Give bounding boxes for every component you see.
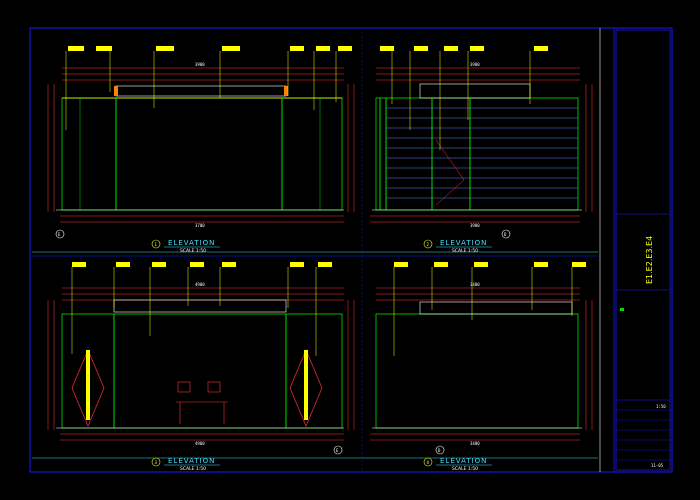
title-block-rows [616,409,670,461]
elev4-dim-bottom: 3400 [470,441,480,446]
elev4-title: ELEVATION [440,457,487,465]
elev3-dim-bottom: 4900 [195,441,205,446]
elev3-door-left [71,349,105,427]
elev3-scale: SCALE 1:50 [180,466,206,472]
elev1-title: ELEVATION [168,239,215,247]
elev2-number: 2 [427,242,430,247]
title-block-sheet-number: 11-05 [651,463,664,468]
elev2-grid-right: D [504,232,507,237]
elev1-grid-left: E [58,232,61,237]
elev2-dim-bottom: 3900 [470,223,480,228]
title-block-sheet-code: E1.E2.E3.E4 [645,236,654,284]
elev3-title: ELEVATION [168,457,215,465]
sheet-frame-outer [29,27,673,473]
elevation-panel-2: 3900 3900 [370,46,593,254]
elev3-chairs [176,381,228,424]
title-block: E1.E2.E3.E4 1:50 11-05 [616,213,670,468]
elev1-number: 1 [155,242,158,247]
elev3-grid-right: E [336,448,339,453]
elev2-dim-top: 3900 [470,62,480,67]
elevation-panel-1: 3900 3700 [47,46,355,254]
elev1-dim-top: 3900 [195,62,205,67]
elev3-door-right [289,349,323,427]
elev2-title: ELEVATION [440,239,487,247]
title-block-scale: 1:50 [656,404,666,409]
elevation-panel-4: 3400 3400 D 4 ELEVATION SCALE 1:50 [370,262,593,472]
elev1-dim-bottom: 3700 [195,223,205,228]
elev4-number: 4 [427,460,430,465]
elev2-scale: SCALE 1:50 [452,248,478,254]
elev4-scale: SCALE 1:50 [452,466,478,472]
title-block-frame [615,29,671,471]
elev2-paneling [386,107,578,199]
elev3-number: 3 [155,460,158,465]
elev1-scale: SCALE 1:50 [180,248,206,254]
elev3-dim-top: 4900 [195,282,205,287]
elev4-grid-right: D [438,448,441,453]
elevation-panel-3: 4900 4900 [47,262,355,472]
elev4-dim-top: 3400 [470,282,480,287]
